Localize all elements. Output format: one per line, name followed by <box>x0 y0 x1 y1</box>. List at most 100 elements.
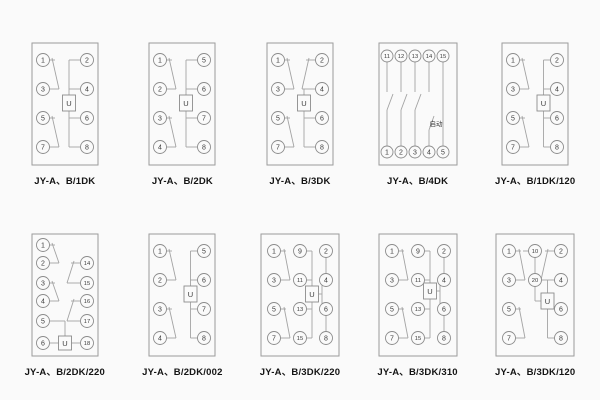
annotation-text: 启动 <box>429 119 443 128</box>
terminal-circle <box>436 244 451 258</box>
terminal-circle <box>506 140 521 154</box>
terminal-circle <box>35 140 50 154</box>
terminal-circle <box>506 82 521 96</box>
terminal-number: 5 <box>272 307 276 314</box>
wire <box>168 248 177 281</box>
terminal-circle <box>380 145 394 159</box>
terminal-circle <box>271 111 285 125</box>
diagram-border <box>495 233 575 357</box>
terminal-circle <box>79 336 94 350</box>
terminal-number: 13 <box>414 307 420 313</box>
terminal-circle <box>35 111 50 125</box>
terminal-number: 2 <box>559 249 563 256</box>
terminal-number: 2 <box>320 58 324 65</box>
wire <box>518 306 526 339</box>
terminal-number: 7 <box>276 145 280 152</box>
terminal-circle <box>502 273 517 287</box>
terminal-circle <box>267 244 281 258</box>
terminal-circle <box>436 145 450 159</box>
terminal-number: 8 <box>320 145 324 152</box>
wire <box>51 57 60 90</box>
terminal-number: 4 <box>555 87 559 94</box>
terminal-circle <box>153 331 168 345</box>
terminal-circle <box>35 336 50 350</box>
terminal-number: 2 <box>399 150 403 157</box>
wire <box>51 280 60 302</box>
terminal-number: 14 <box>425 54 432 60</box>
terminal-circle <box>506 53 521 67</box>
diagram-border <box>31 233 99 357</box>
terminal-circle <box>554 302 569 316</box>
terminal-circle <box>319 244 333 258</box>
terminal-number: 6 <box>85 116 89 123</box>
terminal-number: 1 <box>276 58 280 65</box>
terminal-circle <box>153 244 168 258</box>
terminal-number: 12 <box>397 54 403 60</box>
diagram-label: JY-A、B/2DK <box>151 176 213 187</box>
wire <box>428 115 435 131</box>
terminal-number: 11 <box>415 278 421 284</box>
terminal-number: 8 <box>202 336 206 343</box>
terminal-number: 3 <box>41 281 45 288</box>
terminal-number: 8 <box>324 336 328 343</box>
terminal-circle <box>35 53 50 67</box>
terminal-circle <box>267 273 281 287</box>
terminal-circle <box>153 53 168 67</box>
terminal-number: 20 <box>532 278 538 284</box>
diagram-border <box>501 42 569 166</box>
coil-label: U <box>66 99 71 108</box>
terminal-circle <box>153 111 168 125</box>
terminal-circle <box>35 82 50 96</box>
terminal-number: 5 <box>507 307 511 314</box>
diagram-label: JY-A、B/1DK/120 <box>494 176 576 187</box>
terminal-circle <box>35 238 50 252</box>
terminal-circle <box>153 82 168 96</box>
terminal-number: 6 <box>442 307 446 314</box>
terminal-circle <box>197 82 212 96</box>
terminal-circle <box>197 244 212 258</box>
terminal-number: 15 <box>439 54 445 60</box>
wire <box>386 93 394 111</box>
terminal-number: 11 <box>297 278 303 284</box>
wire <box>66 260 75 284</box>
terminal-circle <box>550 53 565 67</box>
diagram-label: JY-A、B/2DK/220 <box>24 367 105 378</box>
terminal-number: 11 <box>384 54 390 60</box>
coil-box <box>305 285 319 303</box>
terminal-number: 6 <box>202 87 206 94</box>
terminal-circle <box>554 244 569 258</box>
wire <box>51 242 60 264</box>
wire <box>168 115 177 148</box>
terminal-circle <box>394 49 408 63</box>
diagram-label: JY-A、B/3DK/310 <box>377 367 458 378</box>
coil-label: U <box>301 99 306 108</box>
terminal-circle <box>410 302 425 316</box>
terminal-number: 1 <box>41 58 45 65</box>
terminal-number: 9 <box>416 249 420 256</box>
terminal-circle <box>153 140 168 154</box>
terminal-number: 6 <box>559 307 563 314</box>
terminal-circle <box>502 244 517 258</box>
terminal-circle <box>267 331 281 345</box>
terminal-number: 13 <box>411 54 417 60</box>
coil-box <box>297 94 311 112</box>
terminal-circle <box>384 273 399 287</box>
wire <box>168 57 177 90</box>
terminal-number: 3 <box>507 278 511 285</box>
terminal-number: 1 <box>507 249 511 256</box>
terminal-circle <box>293 273 307 287</box>
terminal-number: 5 <box>202 58 206 65</box>
coil-label: U <box>427 287 432 296</box>
terminal-circle <box>271 53 285 67</box>
terminal-number: 8 <box>559 336 563 343</box>
terminal-number: 5 <box>276 116 280 123</box>
wire <box>66 298 75 322</box>
terminal-number: 1 <box>41 243 45 250</box>
diagram-label: JY-A、B/3DK <box>269 176 331 187</box>
terminal-number: 15 <box>414 336 420 342</box>
